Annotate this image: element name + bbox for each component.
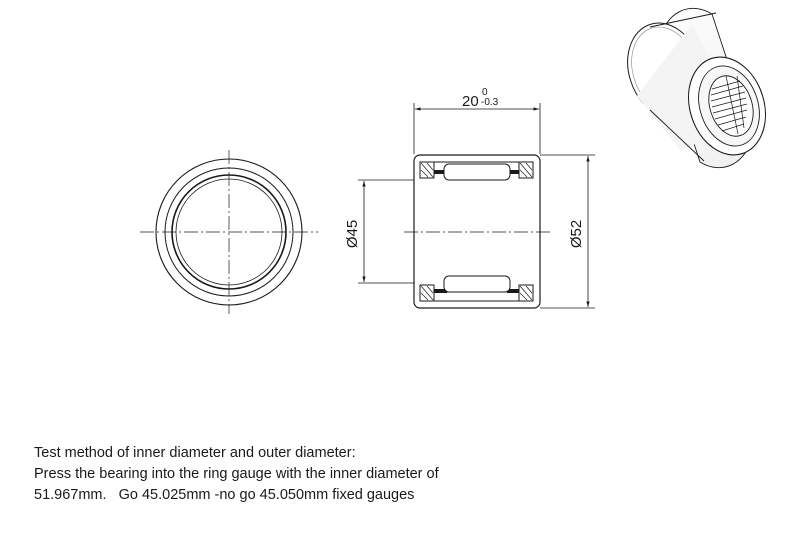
width-dim-upper-tol: 0 xyxy=(482,87,488,98)
width-dim-lower-tol: -0.3 xyxy=(481,97,499,108)
seal-top-left xyxy=(419,161,435,179)
seal-bottom-left xyxy=(419,284,435,302)
outer-dia-label: Ø52 xyxy=(568,220,585,248)
isometric-view xyxy=(627,7,766,169)
notes-line-3: 51.967mm. Go 45.025mm -no go 45.050mm fi… xyxy=(34,487,415,503)
technical-drawing: 20 0 -0.3 Ø45 Ø52 xyxy=(140,7,766,314)
section-view xyxy=(404,154,552,309)
roller-bottom xyxy=(443,275,511,293)
seal-bottom-right xyxy=(518,284,534,302)
inner-dia-label: Ø45 xyxy=(344,220,361,248)
test-method-notes: Test method of inner diameter and outer … xyxy=(34,443,754,506)
notes-line-2: Press the bearing into the ring gauge wi… xyxy=(34,466,439,482)
dimensions xyxy=(358,103,595,309)
notes-line-1: Test method of inner diameter and outer … xyxy=(34,445,356,461)
front-view xyxy=(140,150,318,314)
inner-shell-bottom xyxy=(419,294,534,302)
width-dim-nominal: 20 xyxy=(462,93,479,110)
body-edge-bottom xyxy=(649,109,705,162)
roller-top xyxy=(443,163,511,181)
front-face-bore xyxy=(708,75,754,137)
seal-top-right xyxy=(518,161,534,179)
outer-shell xyxy=(413,154,541,309)
iso-rollers xyxy=(710,75,748,135)
body-edge-top xyxy=(649,12,717,28)
